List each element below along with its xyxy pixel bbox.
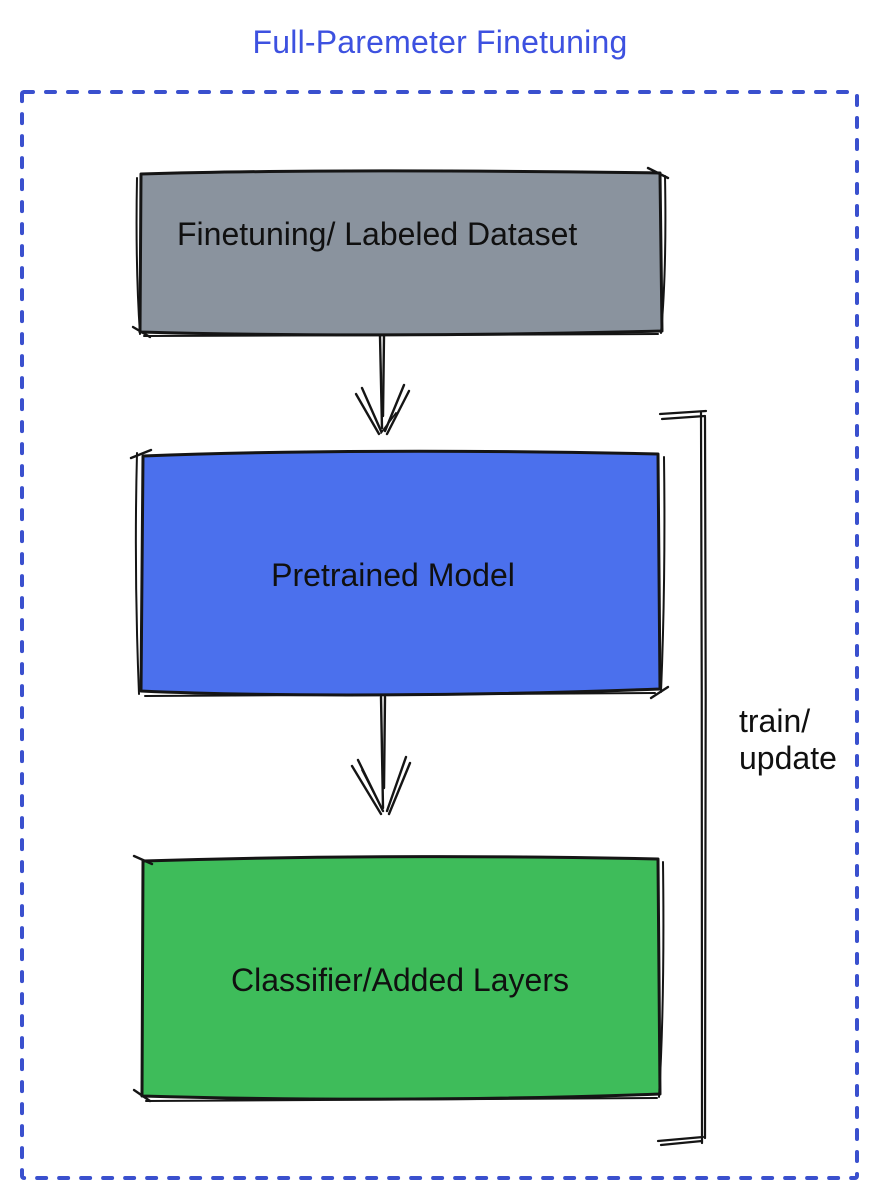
arrow-down-icon — [354, 334, 411, 436]
box-finetuning-labeled-dataset — [131, 166, 670, 339]
box-finetuning-labeled-dataset-shape — [138, 169, 664, 337]
arrow-down-icon — [350, 695, 412, 816]
box-label-pretrained-model: Pretrained Model — [271, 557, 515, 593]
box-label-finetuning-labeled-dataset: Finetuning/ Labeled Dataset — [177, 216, 578, 252]
right-bracket-icon — [656, 409, 708, 1147]
box-classifier-added-layers — [132, 854, 665, 1103]
diagram-title: Full-Paremeter Finetuning — [252, 24, 628, 60]
bracket-label-line1: train/ — [739, 703, 811, 739]
dotted-frame-border — [20, 90, 859, 1180]
box-label-classifier-added-layers: Classifier/Added Layers — [231, 961, 569, 998]
box-pretrained-model — [129, 448, 670, 700]
bracket-label-train-update: train/ update — [739, 703, 837, 777]
bracket-label-line2: update — [739, 740, 837, 776]
